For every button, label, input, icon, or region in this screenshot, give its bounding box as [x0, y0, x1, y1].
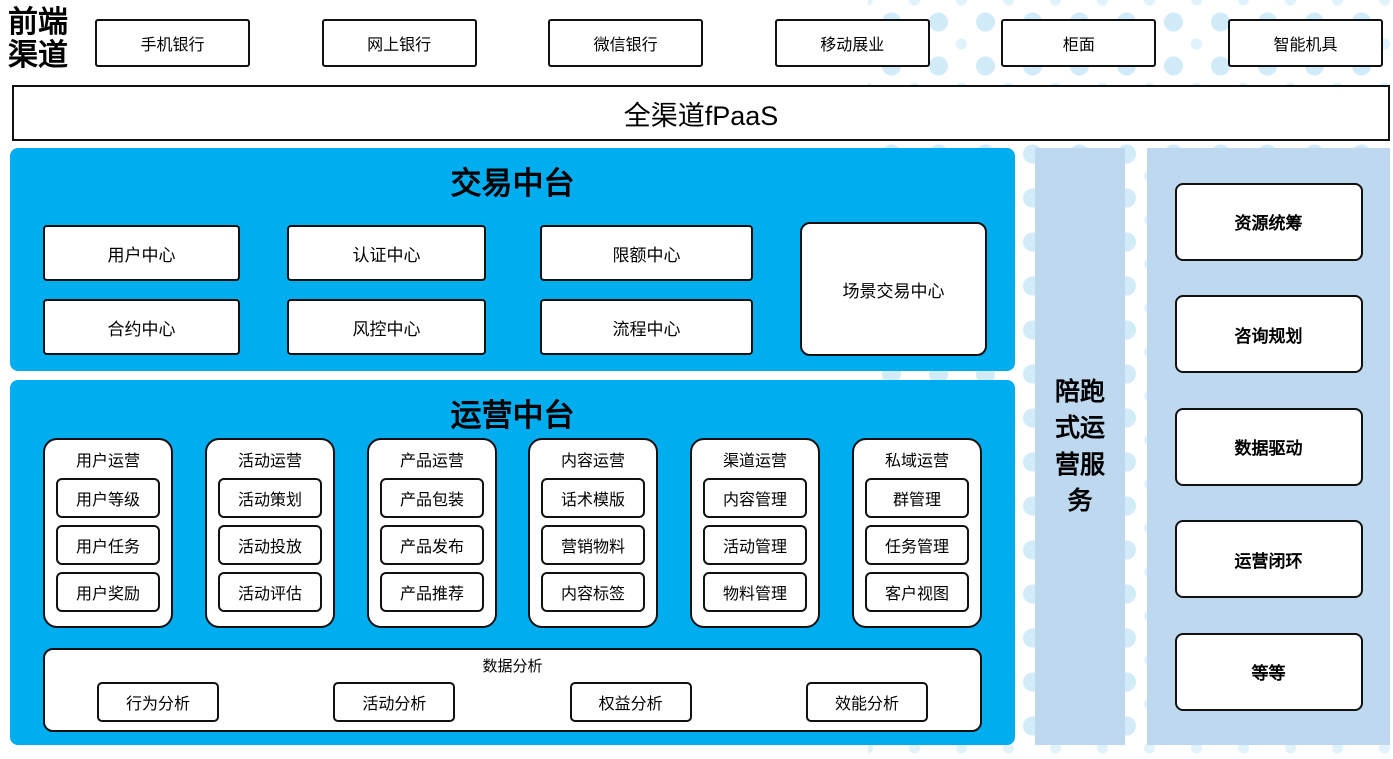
analysis-box-efficiency: 效能分析 — [805, 682, 928, 722]
group-private-domain-operations: 私域运营 群管理 任务管理 客户视图 — [852, 438, 982, 628]
analysis-box-benefit: 权益分析 — [569, 682, 692, 722]
group-item: 用户等级 — [56, 478, 160, 518]
accompanying-service-label: 陪跑式运营服务 — [1054, 378, 1105, 515]
omni-channel-fpaas-bar: 全渠道fPaaS — [12, 85, 1390, 141]
group-item: 产品发布 — [380, 525, 484, 565]
channel-box-wechat-banking: 微信银行 — [548, 19, 704, 67]
group-item: 任务管理 — [865, 525, 969, 565]
frontend-channels-label: 前端渠道 — [8, 6, 68, 72]
data-analysis-items: 行为分析 活动分析 权益分析 效能分析 — [97, 682, 928, 722]
group-title: 活动运营 — [237, 453, 302, 470]
trade-platform-title: 交易中台 — [450, 166, 575, 201]
group-item: 活动投放 — [218, 525, 322, 565]
service-box-etc: 等等 — [1174, 632, 1363, 711]
group-item: 活动管理 — [703, 525, 807, 565]
accompanying-service-column: 陪跑式运营服务 — [1035, 148, 1125, 745]
service-items-column: 资源统筹 咨询规划 数据驱动 运营闭环 等等 — [1147, 148, 1390, 745]
channel-box-counter: 柜面 — [1001, 19, 1157, 67]
group-item: 内容管理 — [703, 478, 807, 518]
channel-box-smart-devices: 智能机具 — [1227, 19, 1383, 67]
group-title: 私域运营 — [884, 453, 949, 470]
service-box-resource-planning: 资源统筹 — [1174, 182, 1363, 261]
service-box-operations-loop: 运营闭环 — [1174, 520, 1363, 598]
data-analysis-bar: 数据分析 行为分析 活动分析 权益分析 效能分析 — [43, 648, 982, 732]
trade-box-limit-center: 限额中心 — [540, 225, 753, 281]
group-item: 用户奖励 — [56, 572, 160, 612]
service-box-data-driven: 数据驱动 — [1174, 407, 1363, 486]
group-title: 内容运营 — [560, 453, 625, 470]
trade-box-auth-center: 认证中心 — [287, 225, 486, 281]
trade-box-risk-center: 风控中心 — [287, 299, 486, 355]
trade-box-user-center: 用户中心 — [43, 225, 240, 281]
group-item: 营销物料 — [541, 525, 645, 565]
group-item: 物料管理 — [703, 572, 807, 612]
group-title: 产品运营 — [399, 453, 464, 470]
group-item: 客户视图 — [865, 572, 969, 612]
trade-box-scenario-trade-center: 场景交易中心 — [800, 222, 987, 356]
group-item: 话术模版 — [541, 478, 645, 518]
group-content-operations: 内容运营 话术模版 营销物料 内容标签 — [528, 438, 658, 628]
service-box-consulting-planning: 咨询规划 — [1174, 295, 1363, 373]
analysis-box-behavior: 行为分析 — [97, 682, 219, 722]
group-user-operations: 用户运营 用户等级 用户任务 用户奖励 — [43, 438, 173, 628]
channel-box-mobile-sales: 移动展业 — [774, 19, 930, 67]
channel-box-online-banking: 网上银行 — [321, 19, 477, 67]
group-activity-operations: 活动运营 活动策划 活动投放 活动评估 — [205, 438, 335, 628]
group-item: 产品包装 — [380, 478, 484, 518]
group-title: 用户运营 — [75, 453, 140, 470]
channel-box-mobile-banking: 手机银行 — [95, 19, 250, 67]
trade-box-process-center: 流程中心 — [540, 299, 753, 355]
operations-platform-title: 运营中台 — [450, 398, 575, 433]
data-analysis-title: 数据分析 — [482, 658, 543, 675]
trade-box-contract-center: 合约中心 — [43, 299, 240, 355]
trade-platform-panel: 交易中台 用户中心 认证中心 限额中心 合约中心 风控中心 流程中心 场景交易中… — [10, 148, 1015, 371]
operations-platform-panel: 运营中台 用户运营 用户等级 用户任务 用户奖励 活动运营 活动策划 活动投放 … — [10, 380, 1015, 745]
channel-row: 手机银行 网上银行 微信银行 移动展业 柜面 智能机具 — [95, 19, 1383, 67]
group-product-operations: 产品运营 产品包装 产品发布 产品推荐 — [367, 438, 497, 628]
group-item: 活动评估 — [218, 572, 322, 612]
group-item: 群管理 — [865, 478, 969, 518]
group-item: 用户任务 — [56, 525, 160, 565]
group-item: 内容标签 — [541, 572, 645, 612]
analysis-box-activity: 活动分析 — [333, 682, 456, 722]
group-title: 渠道运营 — [722, 453, 787, 470]
group-channel-operations: 渠道运营 内容管理 活动管理 物料管理 — [690, 438, 820, 628]
group-item: 产品推荐 — [380, 572, 484, 612]
group-item: 活动策划 — [218, 478, 322, 518]
